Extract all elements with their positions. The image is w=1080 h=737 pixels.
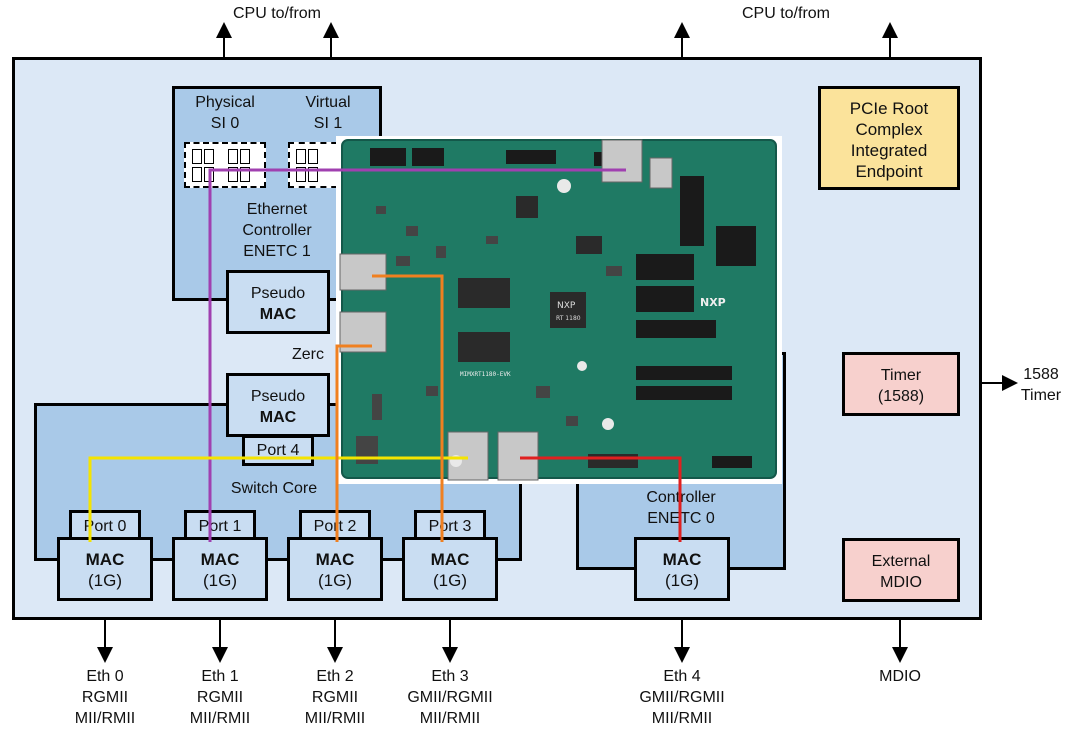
port-0: Port 0 (69, 510, 141, 542)
eth1-label: Eth 1 RGMII MII/RMII (155, 666, 285, 729)
eth4-if2: MII/RMII (651, 710, 713, 727)
pseudo-mac-enetc-line1: Pseudo (250, 285, 306, 302)
pcie-line2: Complex (855, 120, 923, 139)
eth3-if2: MII/RMII (419, 710, 481, 727)
eth4-if1: GMII/RGMII (639, 689, 725, 706)
external-mdio-block: External MDIO (842, 538, 960, 602)
eth2-name: Eth 2 (316, 668, 354, 685)
eth0-label: Eth 0 RGMII MII/RMII (40, 666, 170, 729)
pseudo-mac-switch-line1: Pseudo (250, 388, 306, 405)
mac-eth0-line2: (1G) (88, 571, 122, 590)
enetc1-label: Ethernet Controller ENETC 1 (200, 199, 354, 262)
eth3-if1: GMII/RGMII (407, 689, 493, 706)
pcie-block: PCIe Root Complex Integrated Endpoint (818, 86, 960, 190)
wire-red (520, 456, 682, 542)
port-3: Port 3 (414, 510, 486, 542)
pcie-line4: Endpoint (855, 162, 923, 181)
mac-eth3-line1: MAC (430, 550, 470, 569)
si1-line1: Virtual (305, 94, 351, 111)
timer-line2: (1588) (877, 388, 925, 405)
chip-part: RT 1180 (556, 315, 581, 322)
eth3-label: Eth 3 GMII/RGMII MII/RMII (385, 666, 515, 729)
board-logo: NXP (700, 296, 726, 309)
mac-eth2-line1: MAC (315, 550, 355, 569)
mdio-line1: External (871, 553, 931, 570)
wire-orange-eth3 (372, 274, 444, 542)
mac-eth0-line1: MAC (85, 550, 125, 569)
timer-ext-line1: 1588 (1023, 366, 1059, 383)
wire-orange-eth2 (335, 344, 372, 542)
cpu-label-right: CPU to/from (741, 5, 830, 22)
mac-eth4-line2: (1G) (665, 571, 699, 590)
pseudo-mac-enetc-line2: MAC (259, 306, 297, 323)
timer-ext-line2: Timer (1020, 387, 1062, 404)
mac-eth2: MAC (1G) (287, 537, 383, 601)
eth0-if2: MII/RMII (74, 710, 136, 727)
si0-label: Physical SI 0 (175, 92, 275, 134)
si0-queues (184, 142, 266, 188)
wire-purple (208, 168, 626, 542)
mac-eth3-line2: (1G) (433, 571, 467, 590)
mac-eth1: MAC (1G) (172, 537, 268, 601)
port-4: Port 4 (242, 435, 314, 466)
mdio-label: MDIO (835, 666, 965, 687)
eth4-label: Eth 4 GMII/RGMII MII/RMII (617, 666, 747, 729)
eth4-name: Eth 4 (663, 668, 701, 685)
chip-brand: NXP (557, 301, 576, 311)
enetc1-line3: ENETC 1 (243, 243, 311, 260)
eth1-if1: RGMII (196, 689, 244, 706)
si0-line2: SI 0 (210, 115, 240, 132)
eth0-name: Eth 0 (86, 668, 124, 685)
mac-eth4-line1: MAC (662, 550, 702, 569)
enetc1-line1: Ethernet (246, 201, 308, 218)
timer-block: Timer (1588) (842, 352, 960, 416)
eth2-label: Eth 2 RGMII MII/RMII (270, 666, 400, 729)
cpu-label-left: CPU to/from (232, 5, 321, 22)
mac-eth1-line1: MAC (200, 550, 240, 569)
mac-eth4: MAC (1G) (634, 537, 730, 601)
eth1-if2: MII/RMII (189, 710, 251, 727)
si1-line2: SI 1 (313, 115, 343, 132)
pcie-line1: PCIe Root (849, 99, 929, 118)
switch-core-label: Switch Core (230, 480, 318, 497)
mdio-line2: MDIO (880, 574, 922, 591)
eth3-name: Eth 3 (431, 668, 469, 685)
eth2-if2: MII/RMII (304, 710, 366, 727)
eth2-if1: RGMII (311, 689, 359, 706)
timer-line1: Timer (880, 367, 922, 384)
mdio-name: MDIO (879, 668, 921, 685)
mac-eth2-line2: (1G) (318, 571, 352, 590)
si1-label: Virtual SI 1 (278, 92, 378, 134)
timer-external-label: 1588 Timer (1006, 364, 1076, 406)
board-silk: MIMXRT1180-EVK (460, 371, 511, 378)
zero-copy-label: Zerc (292, 346, 324, 363)
mac-eth1-line2: (1G) (203, 571, 237, 590)
wire-yellow (88, 456, 468, 542)
eth1-name: Eth 1 (201, 668, 239, 685)
pcie-line3: Integrated (850, 141, 928, 160)
eth0-if1: RGMII (81, 689, 129, 706)
mac-eth3: MAC (1G) (402, 537, 498, 601)
pseudo-mac-switch-line2: MAC (259, 409, 297, 426)
enetc1-line2: Controller (242, 222, 312, 239)
pseudo-mac-enetc: Pseudo MAC (226, 270, 330, 334)
si0-line1: Physical (195, 94, 255, 111)
mac-eth0: MAC (1G) (57, 537, 153, 601)
evk-board-image: NXP RT 1180 NXP MIMXRT1180-EVK (339, 139, 777, 481)
evk-board-photo: NXP RT 1180 NXP MIMXRT1180-EVK (336, 136, 782, 484)
